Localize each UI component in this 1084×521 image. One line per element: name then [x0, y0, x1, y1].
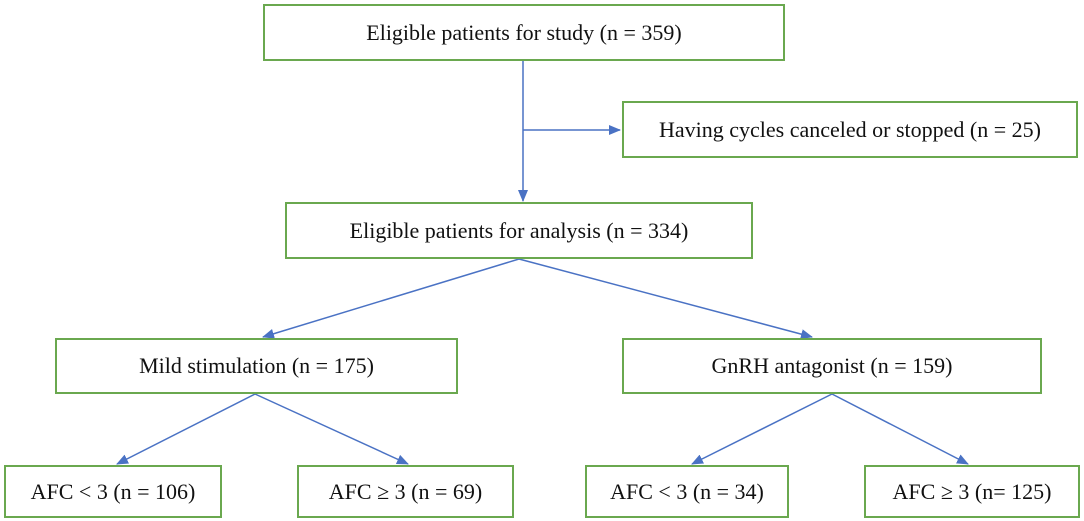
arrow-mild-to-afc-lt3 [116, 393, 256, 465]
mild-afc-ge3-label: AFC ≥ 3 (n = 69) [328, 478, 483, 504]
gnrh-afc-lt3-box: AFC < 3 (n = 34) [585, 465, 789, 518]
excluded-box: Having cycles canceled or stopped (n = 2… [622, 101, 1078, 158]
excluded-label: Having cycles canceled or stopped (n = 2… [659, 116, 1041, 142]
gnrh-antagonist-label: GnRH antagonist (n = 159) [711, 353, 953, 378]
eligible-study-label: Eligible patients for study (n = 359) [366, 19, 682, 45]
arrow-mild-to-afc-ge3 [254, 393, 409, 465]
arrow-analysis-to-mild [262, 258, 520, 339]
eligible-analysis-box: Eligible patients for analysis (n = 334) [285, 202, 753, 259]
mild-stimulation-label: Mild stimulation (n = 175) [139, 353, 374, 378]
eligible-study-box: Eligible patients for study (n = 359) [263, 4, 785, 61]
arrow-analysis-to-gnrh [518, 258, 813, 340]
arrow-gnrh-to-afc-lt3 [691, 393, 833, 465]
mild-afc-lt3-box: AFC < 3 (n = 106) [4, 465, 222, 518]
gnrh-afc-ge3-box: AFC ≥ 3 (n= 125) [864, 465, 1080, 518]
eligible-analysis-label: Eligible patients for analysis (n = 334) [349, 217, 689, 243]
arrow-gnrh-to-afc-ge3 [831, 393, 969, 465]
mild-afc-lt3-label: AFC < 3 (n = 106) [30, 478, 196, 504]
gnrh-afc-lt3-label: AFC < 3 (n = 34) [610, 478, 764, 504]
mild-stimulation-box: Mild stimulation (n = 175) [55, 338, 458, 394]
gnrh-afc-ge3-label: AFC ≥ 3 (n= 125) [892, 478, 1052, 504]
mild-afc-ge3-box: AFC ≥ 3 (n = 69) [297, 465, 514, 518]
gnrh-antagonist-box: GnRH antagonist (n = 159) [622, 338, 1042, 394]
